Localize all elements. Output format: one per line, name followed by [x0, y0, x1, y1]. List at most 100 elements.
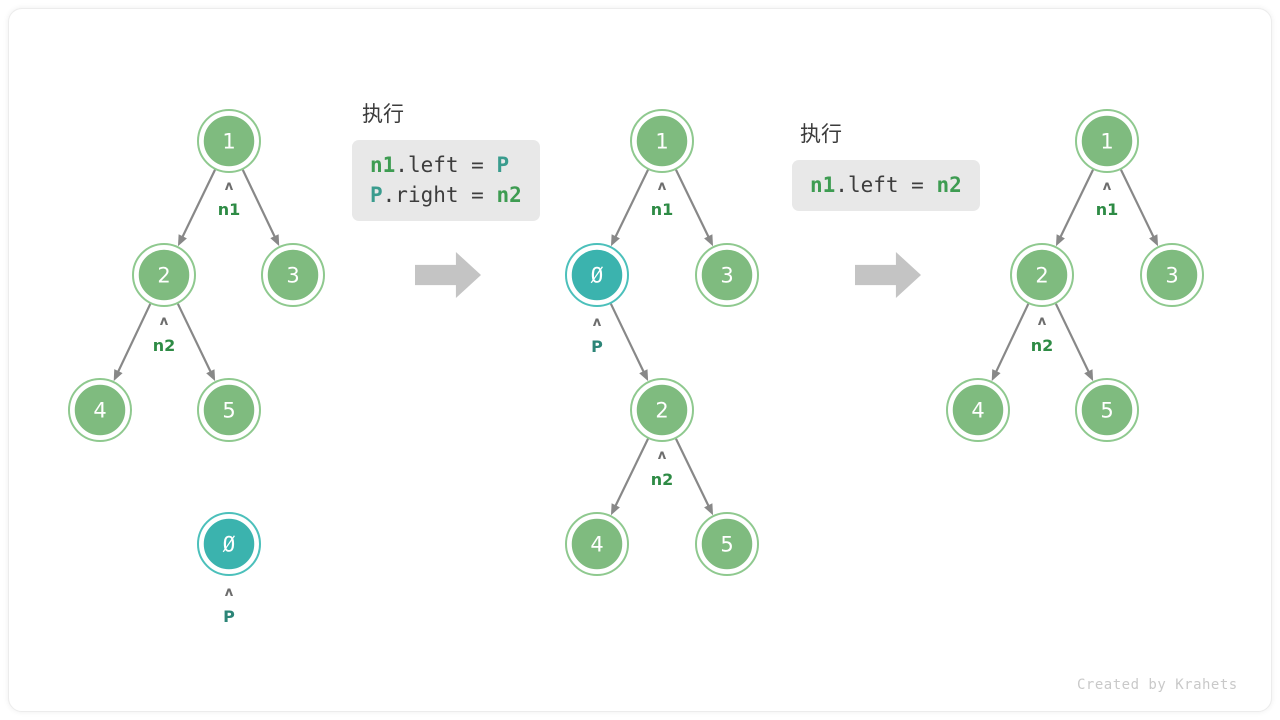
tree-node: 1	[1075, 109, 1139, 173]
tree-edge	[1054, 303, 1090, 373]
pointer-caret-icon: ʌ	[593, 315, 602, 330]
tree-edge	[614, 169, 650, 238]
code-line: n1.left = P	[370, 150, 522, 180]
transition-arrow-1-icon	[415, 252, 481, 298]
pointer-caret-icon: ʌ	[658, 448, 667, 463]
node-outer-ring	[1140, 243, 1204, 307]
node-body	[569, 247, 625, 303]
pointer-caret-icon: ʌ	[1038, 314, 1047, 329]
edge-arrowhead	[1084, 369, 1094, 382]
node-value: 4	[590, 533, 603, 557]
node-body	[201, 382, 257, 438]
node-value: 5	[222, 399, 235, 423]
edge-arrowhead	[113, 369, 123, 382]
node-body	[1014, 247, 1070, 303]
node-outer-ring	[695, 512, 759, 576]
pointer-label: n2	[153, 336, 176, 355]
tree-node: 5	[1075, 378, 1139, 442]
tree-node: 4	[565, 512, 629, 576]
edge-arrowhead	[1149, 234, 1159, 247]
tree-edge	[176, 303, 212, 373]
tree-node: 5	[695, 512, 759, 576]
node-value: 3	[1165, 264, 1178, 288]
watermark: Created by Krahets	[1077, 677, 1238, 693]
pointer-label: n1	[218, 200, 241, 219]
node-outer-ring	[565, 512, 629, 576]
code-token: n2	[936, 173, 962, 197]
edge-arrowhead	[270, 234, 280, 247]
pointer-label: n1	[1096, 200, 1119, 219]
node-value: 3	[720, 264, 733, 288]
node-outer-ring	[946, 378, 1010, 442]
node-value: 2	[655, 399, 668, 423]
pointer-label: n2	[651, 470, 674, 489]
node-value: Ø	[591, 264, 604, 288]
edge-arrowhead	[206, 369, 216, 382]
step-3-title: 执行	[800, 122, 842, 146]
node-value: 2	[157, 264, 170, 288]
node-body	[72, 382, 128, 438]
tree-node: 3	[695, 243, 759, 307]
node-outer-ring	[1075, 378, 1139, 442]
node-body	[201, 516, 257, 572]
step-3-code-block: n1.left = n2	[792, 160, 980, 211]
tree-edge	[181, 169, 217, 238]
tree-edge	[1059, 169, 1095, 238]
code-token: .left =	[395, 153, 497, 177]
pointer-caret-icon: ʌ	[225, 179, 234, 194]
pointer-label: P	[223, 607, 235, 626]
code-token: P	[370, 183, 383, 207]
tree-edge	[1119, 169, 1155, 238]
tree-node: 4	[68, 378, 132, 442]
node-body	[634, 113, 690, 169]
edge-arrowhead	[1055, 234, 1065, 247]
tree-node: 3	[1140, 243, 1204, 307]
tree-node: Ø	[565, 243, 629, 307]
edge-arrowhead	[991, 369, 1001, 382]
code-line: n1.left = n2	[810, 170, 962, 200]
tree-node: Ø	[197, 512, 261, 576]
tree-node: 2	[132, 243, 196, 307]
node-value: 2	[1035, 264, 1048, 288]
node-value: 1	[655, 130, 668, 154]
code-token: n1	[810, 173, 836, 197]
tree-node: 3	[261, 243, 325, 307]
node-outer-ring	[1010, 243, 1074, 307]
edge-arrowhead	[177, 234, 187, 247]
tree-node: 1	[630, 109, 694, 173]
tree-node: 4	[946, 378, 1010, 442]
node-body	[1079, 382, 1135, 438]
node-body	[569, 516, 625, 572]
pointer-caret-icon: ʌ	[225, 585, 234, 600]
edge-arrowhead	[610, 234, 620, 247]
tree-edge	[241, 169, 276, 238]
node-value: 4	[93, 399, 106, 423]
tree-edge	[994, 303, 1030, 373]
edge-arrowhead	[610, 503, 620, 516]
node-body	[634, 382, 690, 438]
node-value: 5	[720, 533, 733, 557]
node-outer-ring	[197, 378, 261, 442]
tree-node: 2	[1010, 243, 1074, 307]
node-value: Ø	[223, 533, 236, 557]
pointer-caret-icon: ʌ	[1103, 179, 1112, 194]
code-token: .left =	[835, 173, 937, 197]
node-value: 5	[1100, 399, 1113, 423]
tree-edge	[116, 303, 152, 373]
node-body	[265, 247, 321, 303]
node-outer-ring	[630, 378, 694, 442]
node-outer-ring	[68, 378, 132, 442]
code-token: P	[496, 153, 510, 177]
tree-edge	[614, 438, 650, 507]
node-body	[699, 516, 755, 572]
code-token: n2	[496, 183, 522, 207]
tree-edge	[674, 438, 710, 507]
edge-arrowhead	[704, 234, 714, 247]
node-outer-ring	[197, 109, 261, 173]
node-body	[950, 382, 1006, 438]
